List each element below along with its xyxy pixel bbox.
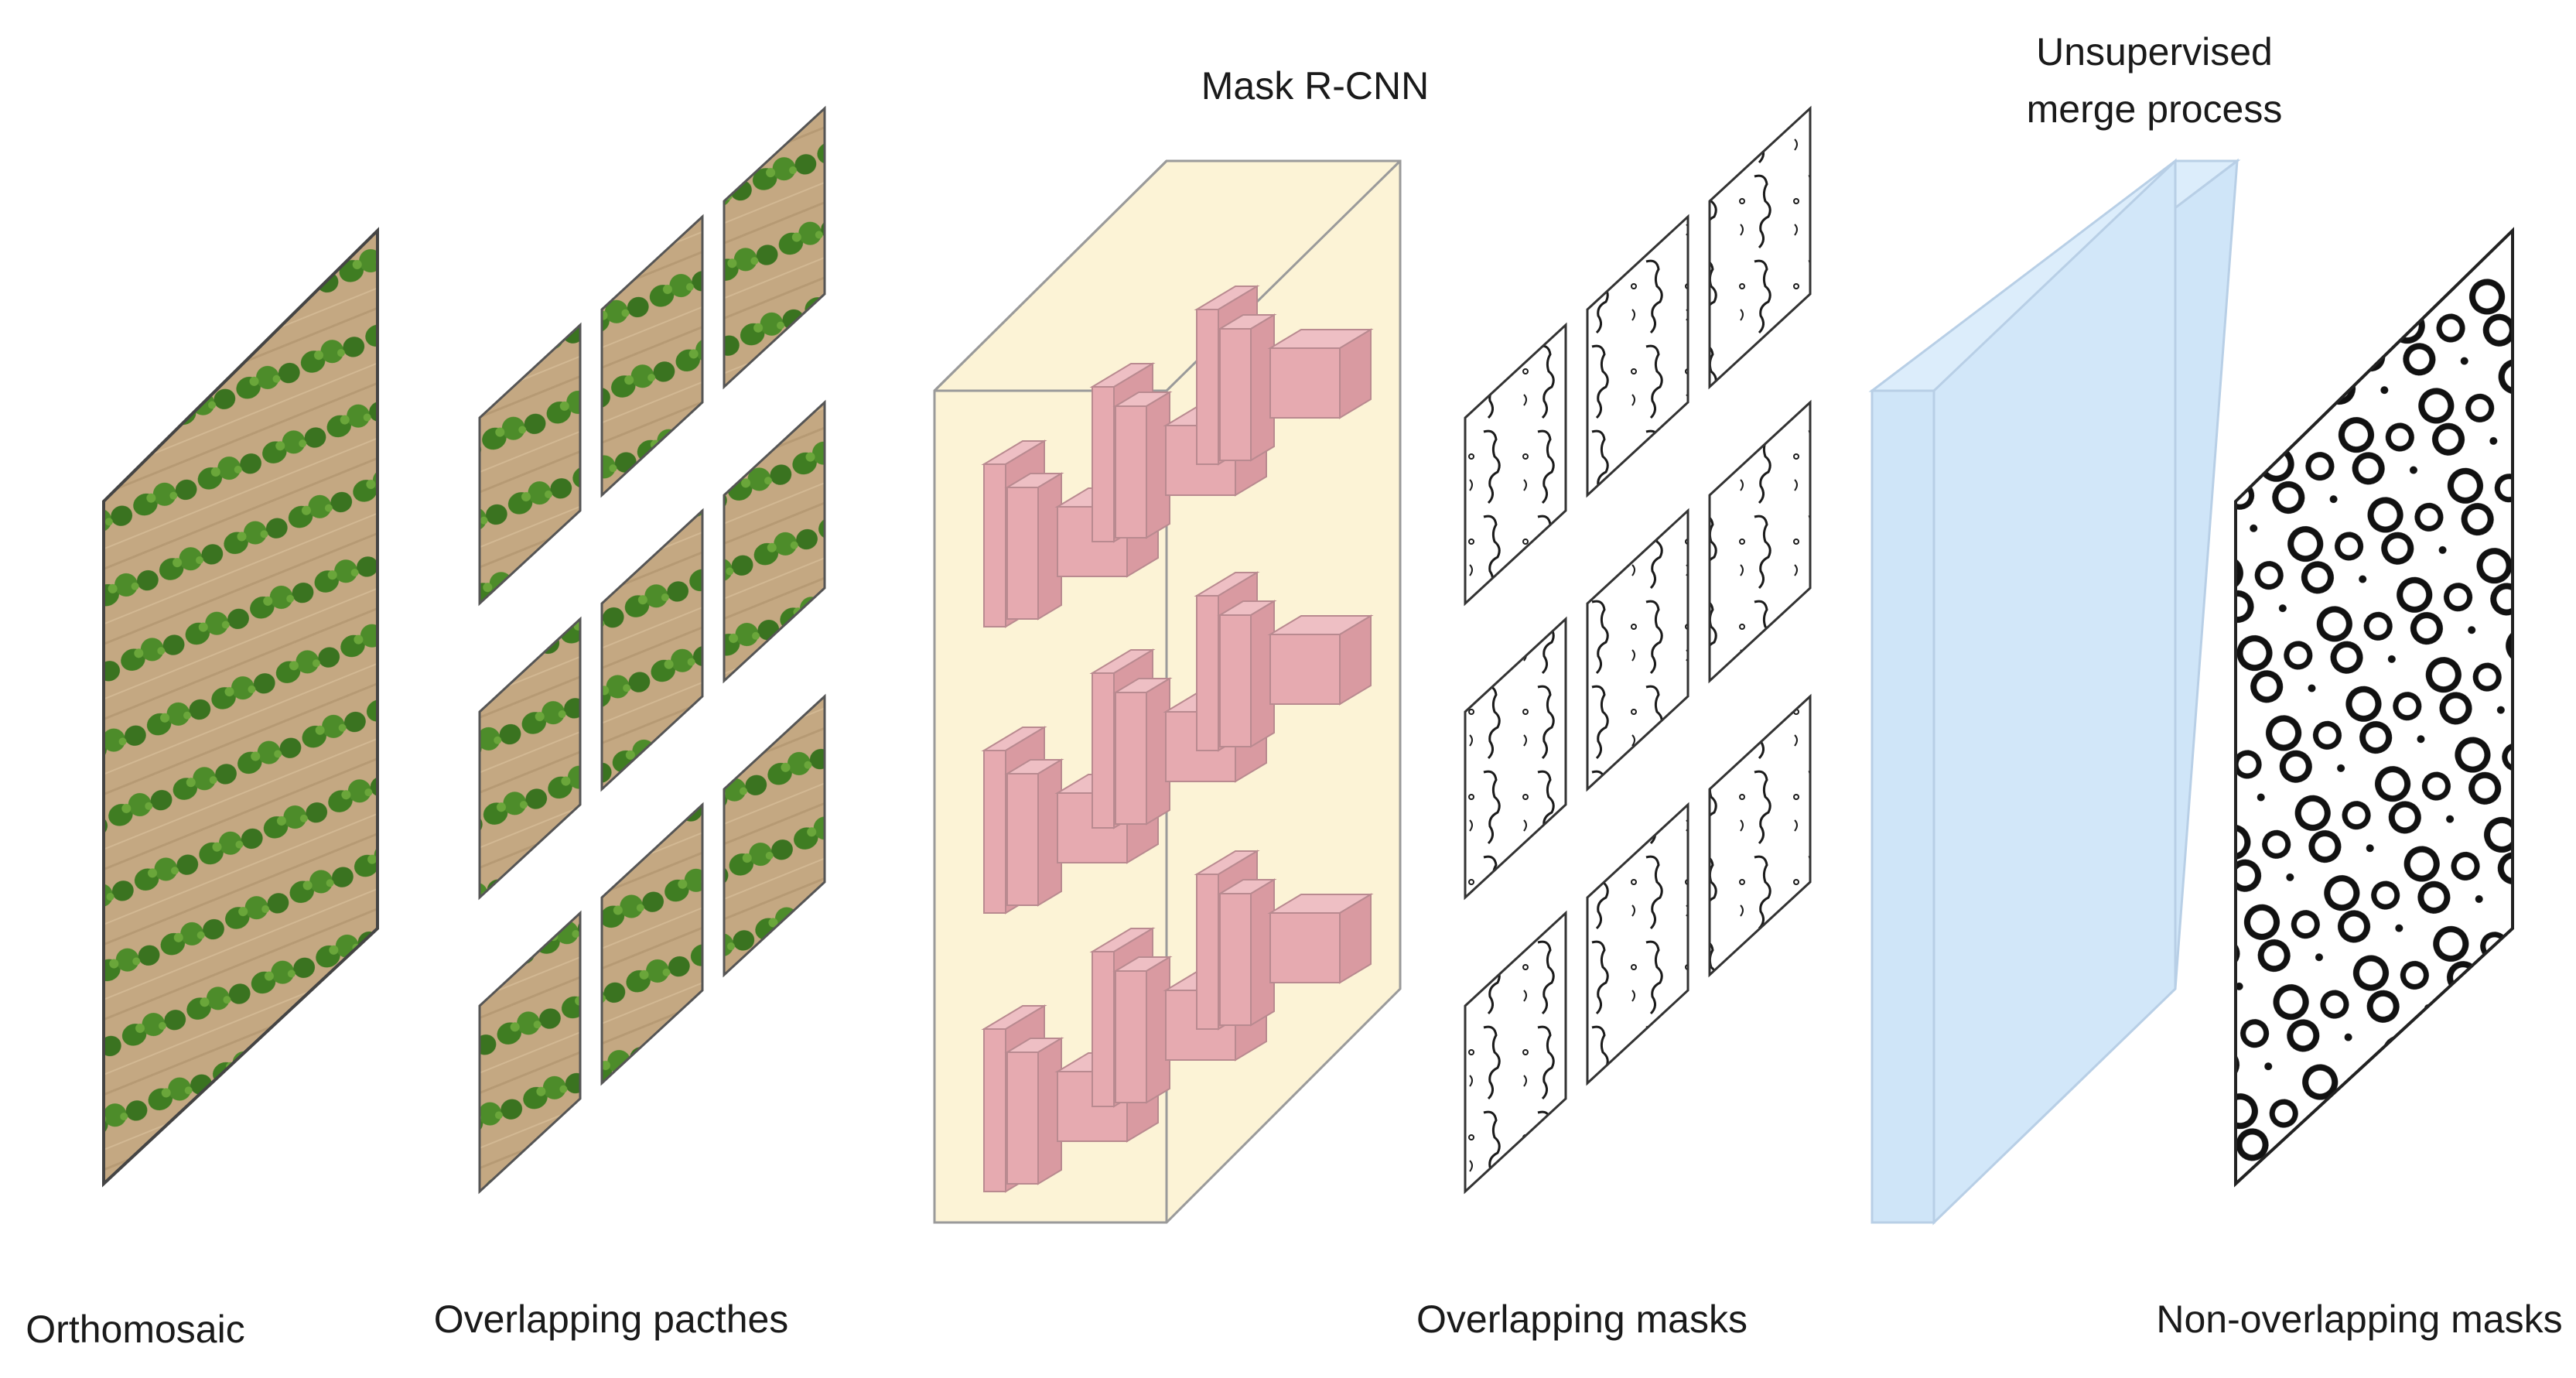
label-non-overlapping-masks: Non-overlapping masks (2156, 1298, 2562, 1341)
patch-tile (478, 910, 582, 1195)
neuron-block (1217, 878, 1277, 1027)
neuron-block (1004, 758, 1064, 907)
mask-tile (1586, 214, 1689, 498)
patch-tile (478, 322, 582, 607)
patch-tile (478, 616, 582, 901)
label-patches: Overlapping pacthes (434, 1298, 789, 1341)
mask-tile (1464, 616, 1567, 901)
label-overlapping-masks: Overlapping masks (1416, 1298, 1748, 1341)
label-merge-line1: Unsupervised (2036, 30, 2273, 74)
mask-tile (1464, 322, 1567, 607)
merge-block (1868, 158, 2241, 1226)
patch-tile (600, 508, 704, 792)
patch-tile (723, 105, 826, 390)
neuron-block (1112, 677, 1173, 826)
mask-tile (1586, 508, 1689, 792)
label-merge-line2: merge process (2027, 87, 2283, 131)
neuron-block (1267, 614, 1374, 706)
patches-grid (478, 105, 826, 1195)
neuron-block (1267, 328, 1374, 419)
label-orthomosaic: Orthomosaic (26, 1308, 244, 1351)
final-mask-image (2234, 227, 2514, 1188)
patch-tile (600, 214, 704, 498)
neuron-block (1267, 893, 1374, 984)
neuron-block (1217, 313, 1277, 462)
mask-tile (1708, 693, 1812, 978)
mask-tile (1708, 399, 1812, 684)
network-layers (981, 285, 1374, 1193)
neuron-block (1112, 391, 1173, 539)
mask-tile (1464, 910, 1567, 1195)
neuron-block (1112, 956, 1173, 1104)
neuron-block (1004, 1037, 1064, 1185)
neuron-block (1004, 472, 1064, 621)
neuron-block (1217, 600, 1277, 748)
orthomosaic-image (102, 227, 379, 1188)
patch-tile (600, 802, 704, 1086)
mask-tile (1586, 802, 1689, 1086)
patch-tile (723, 399, 826, 684)
label-mask-rcnn: Mask R-CNN (1201, 64, 1429, 108)
mask-tile (1708, 105, 1812, 390)
patch-tile (723, 693, 826, 978)
masks-grid (1464, 105, 1812, 1195)
